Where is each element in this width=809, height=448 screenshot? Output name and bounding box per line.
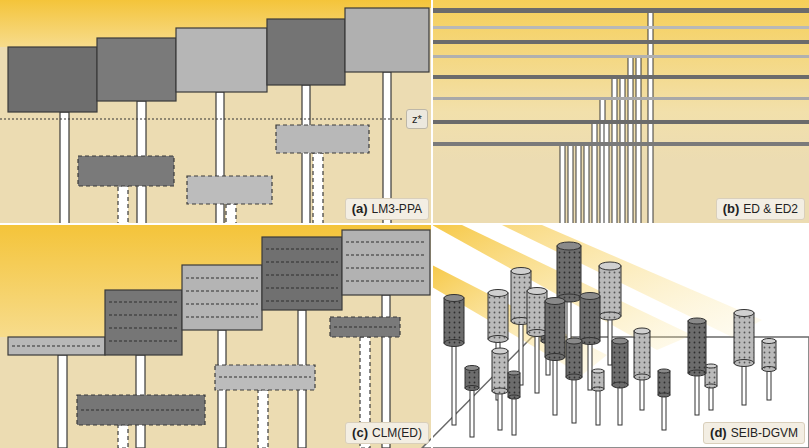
panel-letter: (b)	[723, 201, 740, 216]
panel-c	[0, 225, 431, 448]
model-name: ED & ED2	[743, 202, 798, 216]
model-name: CLM(ED)	[372, 426, 422, 440]
panel-letter: (c)	[352, 425, 368, 440]
panel-b	[432, 0, 809, 224]
panel-label-box: (c) CLM(ED)	[345, 422, 429, 444]
height-symbol: z*	[412, 113, 422, 125]
panel-letter: (d)	[710, 425, 727, 440]
panel-letter: (a)	[352, 201, 368, 216]
panel-a	[0, 0, 431, 224]
model-name: SEIB-DGVM	[731, 426, 798, 440]
panel-d	[422, 225, 809, 448]
panel-label-box: (d) SEIB-DGVM	[703, 422, 805, 444]
height-marker-box: z*	[406, 109, 428, 129]
panel-label-box: (b)ED & ED2	[716, 198, 805, 220]
model-name: LM3-PPA	[372, 202, 422, 216]
panel-label-box: (a) LM3-PPA	[345, 198, 429, 220]
